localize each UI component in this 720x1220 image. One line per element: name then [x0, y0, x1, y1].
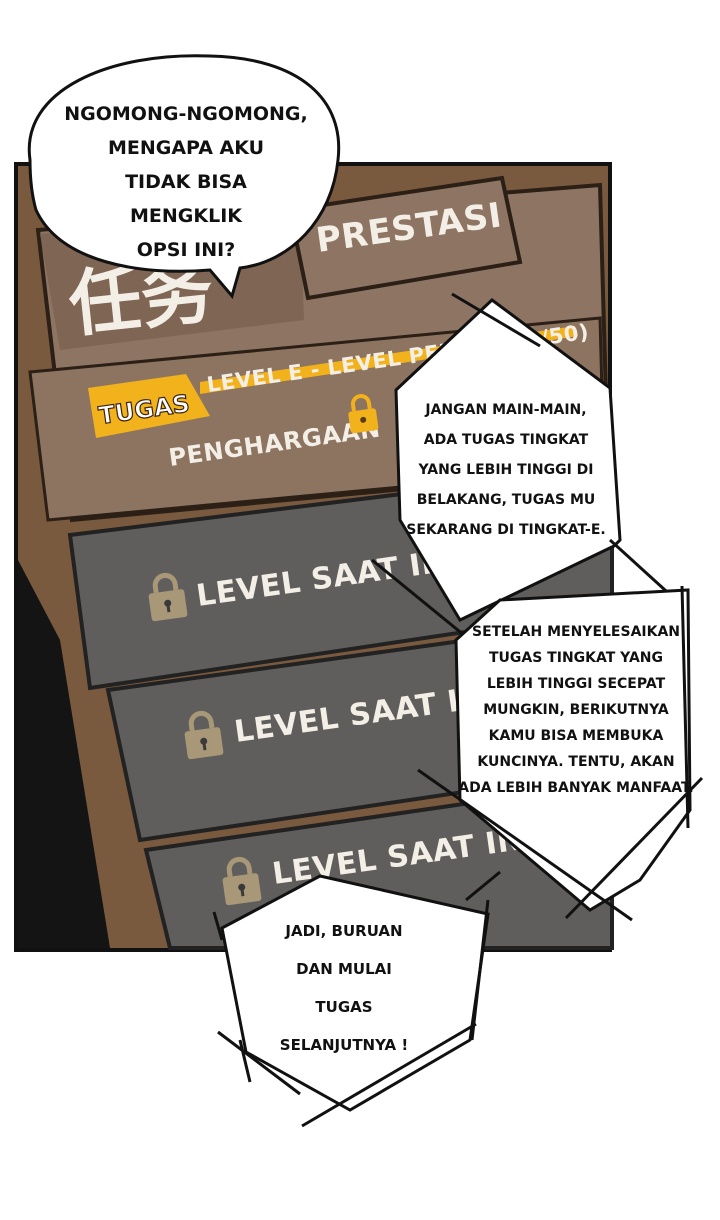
- system-line: MUNGKIN, BERIKUTNYA: [483, 702, 669, 718]
- system-line: KAMU BISA MEMBUKA: [489, 728, 664, 744]
- system-bubble-shape: [220, 874, 490, 1112]
- lock-icon: [184, 710, 224, 760]
- system-line: YANG LEBIH TINGGI DI: [417, 462, 593, 478]
- bubble-spike: [371, 558, 471, 642]
- tab-prestasi[interactable]: PRESTASI: [287, 175, 523, 301]
- system-line: TUGAS: [315, 998, 372, 1016]
- lock-icon: [348, 393, 379, 434]
- tag-tugas: TUGAS: [88, 374, 210, 438]
- system-line: SELANJUTNYA !: [280, 1036, 408, 1054]
- bubble-spike: [301, 1022, 477, 1128]
- bubble-spike: [217, 1030, 301, 1096]
- panel-shadow: [18, 560, 110, 948]
- system-bubble-3: JADI, BURUAN DAN MULAI TUGAS SELANJUTNYA…: [212, 870, 501, 1128]
- bubble-spike: [564, 776, 704, 920]
- system-line: ADA TUGAS TINGKAT: [424, 432, 589, 448]
- bubble-spike: [680, 585, 690, 829]
- lock-icon: [222, 856, 262, 906]
- speech-line: TIDAK BISA: [125, 171, 247, 193]
- speech-bubble-shape: [27, 54, 341, 300]
- speech-line: OPSI INI?: [137, 239, 236, 261]
- system-line: ADA LEBIH BANYAK MANFAAT.: [458, 780, 693, 796]
- system-line: SEKARANG DI TINGKAT-E.: [406, 522, 605, 538]
- speech-bubble-top: NGOMONG-NGOMONG, MENGAPA AKU TIDAK BISA …: [27, 54, 341, 300]
- bubble-spike: [212, 911, 224, 941]
- bubble-spike: [465, 870, 501, 902]
- tab-prestasi-frame: [287, 175, 523, 301]
- system-bubble-shape: [394, 298, 622, 622]
- system-line: LEBIH TINGGI SECEPAT: [487, 676, 666, 692]
- tag-tugas-shape: [88, 374, 210, 438]
- system-bubble-1: JANGAN MAIN-MAIN, ADA TUGAS TINGKAT YANG…: [371, 292, 678, 642]
- bubble-spike: [451, 292, 541, 348]
- lock-icon: [148, 572, 188, 622]
- system-bubble-shape: [454, 588, 692, 912]
- system-line: KUNCINYA. TENTU, AKAN: [477, 754, 674, 770]
- system-line: BELAKANG, TUGAS MU: [417, 492, 596, 508]
- system-line: JADI, BURUAN: [284, 922, 402, 940]
- speech-line: MENGAPA AKU: [108, 137, 264, 159]
- system-bubble-2: SETELAH MENYELESAIKAN TUGAS TINGKAT YANG…: [417, 585, 704, 922]
- bubble-spike: [238, 1039, 252, 1083]
- speech-line: MENGKLIK: [130, 205, 243, 227]
- system-line: TUGAS TINGKAT YANG: [489, 650, 663, 666]
- bubble-spike: [417, 768, 633, 922]
- bubble-spike: [470, 899, 490, 1041]
- system-line: JANGAN MAIN-MAIN,: [424, 402, 586, 418]
- system-line: SETELAH MENYELESAIKAN: [472, 624, 680, 640]
- system-line: DAN MULAI: [296, 960, 392, 978]
- speech-line: NGOMONG-NGOMONG,: [64, 103, 308, 125]
